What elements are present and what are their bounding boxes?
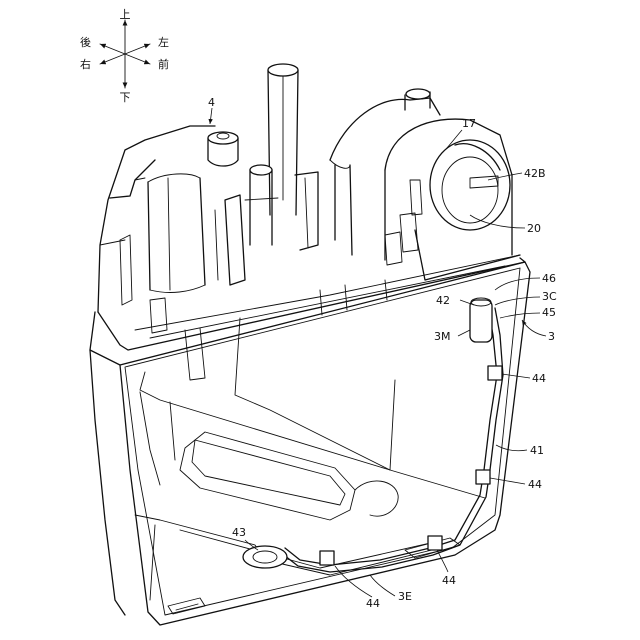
ref-label-44-middle: 44 — [528, 478, 542, 491]
ref-label-3E: 3E — [398, 590, 412, 603]
clip-44-bottom — [320, 551, 334, 565]
compass-front-label: 前 — [158, 57, 169, 71]
arrow-right-icon — [100, 54, 125, 64]
compass-left-label: 左 — [158, 36, 169, 49]
compass-back-label: 後 — [80, 35, 91, 49]
ref-label-42: 42 — [436, 294, 450, 307]
ref-label-45: 45 — [542, 306, 556, 319]
ref-label-3M: 3M — [434, 330, 451, 343]
ref-label-3C: 3C — [542, 290, 557, 303]
lower-tank — [90, 262, 530, 625]
ref-label-46: 46 — [542, 272, 556, 285]
clip-44-middle — [476, 470, 490, 484]
ref-label-44-bottom: 44 — [366, 597, 380, 610]
ref-label-42B: 42B — [524, 167, 546, 180]
ref-label-41: 41 — [530, 444, 544, 457]
direction-compass: 上 下 後 右 左 前 — [80, 8, 169, 104]
upper-body — [98, 64, 525, 380]
ref-label-20: 20 — [527, 222, 541, 235]
arrow-left-icon — [125, 44, 150, 54]
ref-label-44-upper: 44 — [532, 372, 546, 385]
compass-down-label: 下 — [120, 91, 131, 104]
arrow-front-icon — [125, 54, 150, 64]
ref-label-17: 17 — [462, 117, 476, 130]
ref-label-44-right: 44 — [442, 574, 456, 587]
ref-label-4: 4 — [208, 96, 215, 109]
compass-up-label: 上 — [120, 8, 131, 21]
compass-right-label: 右 — [80, 57, 91, 71]
clip-44-upper — [488, 366, 502, 380]
ref-label-3: 3 — [548, 330, 555, 343]
outlet-43 — [243, 546, 287, 568]
ref-label-43: 43 — [232, 526, 246, 539]
clip-44-right — [428, 536, 442, 550]
pipe-41 — [243, 298, 503, 572]
arrow-back-icon — [100, 44, 125, 54]
